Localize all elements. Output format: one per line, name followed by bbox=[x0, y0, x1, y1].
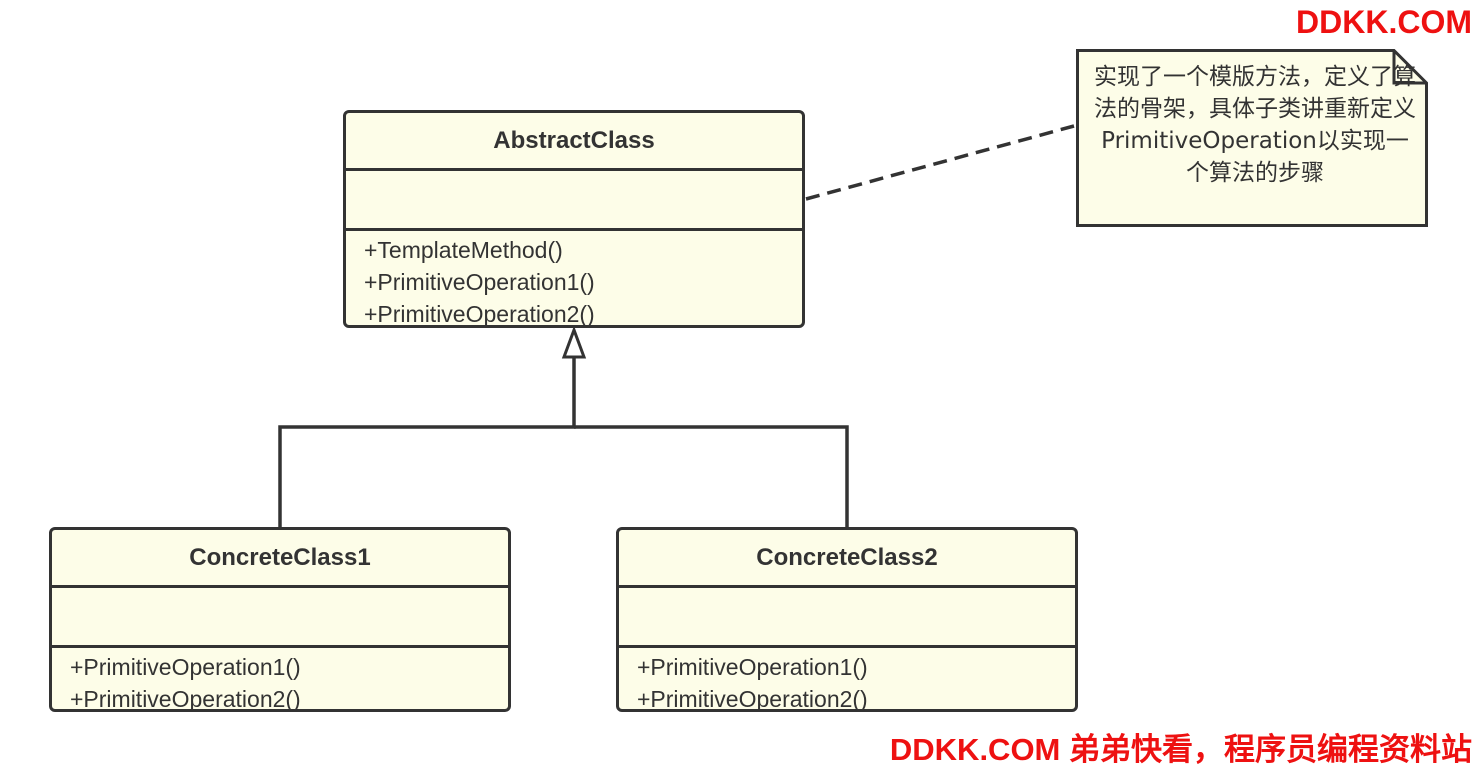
class-operations: +PrimitiveOperation1() +PrimitiveOperati… bbox=[52, 648, 508, 712]
class-concreteclass1[interactable]: ConcreteClass1 +PrimitiveOperation1() +P… bbox=[49, 527, 511, 712]
note-shape bbox=[1076, 49, 1428, 227]
class-attributes bbox=[619, 588, 1075, 648]
class-operations: +PrimitiveOperation1() +PrimitiveOperati… bbox=[619, 648, 1075, 712]
class-name: ConcreteClass2 bbox=[619, 530, 1075, 588]
inheritance-arrowhead-icon bbox=[561, 325, 587, 359]
class-attributes bbox=[52, 588, 508, 648]
class-name: AbstractClass bbox=[346, 113, 802, 171]
operation: +PrimitiveOperation2() bbox=[637, 686, 868, 712]
note[interactable]: 实现了一个模版方法，定义了算法的骨架，具体子类讲重新定义PrimitiveOpe… bbox=[1076, 49, 1428, 227]
watermark-top: DDKK.COM bbox=[1296, 4, 1472, 40]
operation: +TemplateMethod() bbox=[364, 237, 563, 263]
note-text: 实现了一个模版方法，定义了算法的骨架，具体子类讲重新定义PrimitiveOpe… bbox=[1094, 64, 1416, 186]
operation: +PrimitiveOperation2() bbox=[70, 686, 301, 712]
generalization-line-concrete1 bbox=[278, 358, 576, 527]
operation: +PrimitiveOperation1() bbox=[70, 654, 301, 680]
operation: +PrimitiveOperation1() bbox=[637, 654, 868, 680]
watermark-bottom: DDKK.COM 弟弟快看，程序员编程资料站 bbox=[889, 732, 1472, 767]
class-name: ConcreteClass1 bbox=[52, 530, 508, 588]
operation: +PrimitiveOperation1() bbox=[364, 269, 595, 295]
operation: +PrimitiveOperation2() bbox=[364, 301, 595, 327]
class-attributes bbox=[346, 171, 802, 231]
class-concreteclass2[interactable]: ConcreteClass2 +PrimitiveOperation1() +P… bbox=[616, 527, 1078, 712]
generalization-line-concrete2 bbox=[574, 425, 849, 527]
class-operations: +TemplateMethod() +PrimitiveOperation1()… bbox=[346, 231, 802, 327]
note-connector-dashed-line bbox=[805, 124, 1075, 201]
class-abstractclass[interactable]: AbstractClass +TemplateMethod() +Primiti… bbox=[343, 110, 805, 328]
